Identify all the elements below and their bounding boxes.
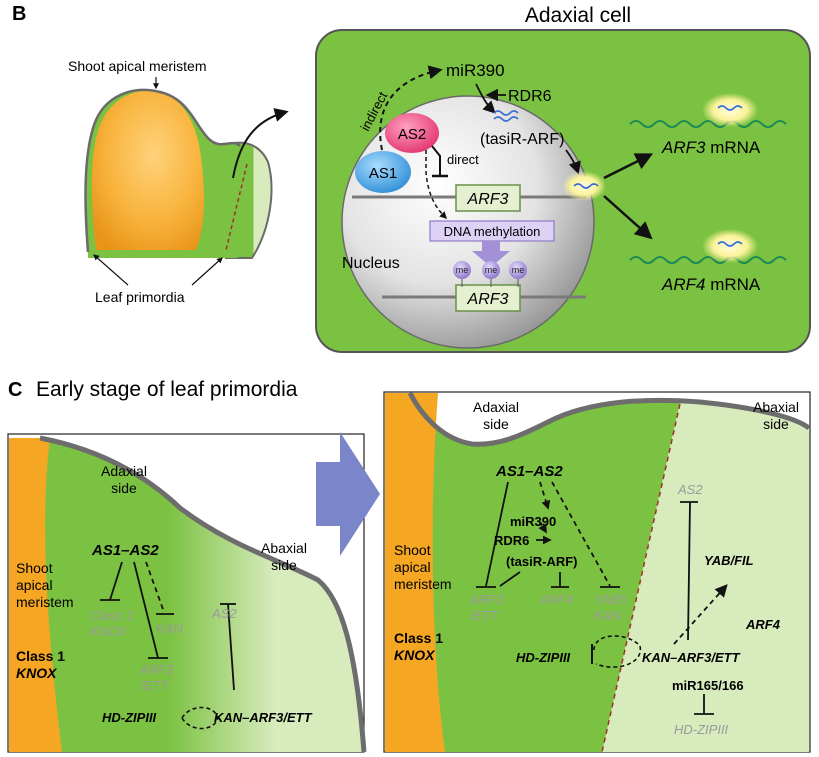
- as1-protein: [355, 151, 411, 193]
- left-panel: [7, 433, 367, 753]
- dna-methylation-label: DNA methylation: [444, 224, 541, 239]
- direct-label: direct: [447, 152, 479, 167]
- right-arf4-abaxial: ARF4: [745, 617, 781, 632]
- nucleus-label: Nucleus: [342, 255, 400, 272]
- svg-text:me: me: [456, 265, 469, 275]
- right-hdzip: HD-ZIPIII: [516, 650, 571, 665]
- right-as2: AS2: [677, 482, 703, 497]
- right-as1as2: AS1–AS2: [495, 463, 563, 480]
- left-kan: KAN: [156, 621, 183, 636]
- svg-text:me: me: [485, 265, 498, 275]
- methylation-dashed: [425, 150, 448, 220]
- stage-transition-arrow: [316, 432, 380, 556]
- arf3-mrna-label: ARF3 mRNA: [661, 138, 761, 157]
- adaxial-cell-title: Adaxial cell: [525, 4, 631, 27]
- arf3-gene-box-bottom: [455, 284, 521, 312]
- left-mutual-inhibition: [181, 706, 219, 730]
- panel-b-letter: B: [12, 3, 26, 25]
- right-tasir: (tasiR-ARF): [506, 554, 578, 569]
- left-regulation-lines: [100, 561, 236, 691]
- right-mutual-inhibition: [593, 635, 642, 668]
- right-yabfil: YAB/FIL: [704, 553, 754, 568]
- as2-label: AS2: [398, 126, 426, 143]
- arf3-gene-top: ARF3: [467, 191, 509, 208]
- arf3-gene-box-top: [455, 184, 521, 212]
- tasir-squiggle: [493, 110, 519, 122]
- as2-protein: [385, 113, 439, 153]
- left-kanarf: KAN–ARF3/ETT: [214, 710, 313, 725]
- rdr6-label: RDR6: [508, 88, 552, 105]
- panel-c-letter: C: [8, 379, 22, 401]
- arf3-mrna-strand: [629, 120, 787, 128]
- left-as1as2: AS1–AS2: [91, 542, 159, 559]
- right-regulation-lines: [476, 481, 728, 715]
- right-mir165: miR165/166: [672, 678, 744, 693]
- right-kanarf: KAN–ARF3/ETT: [642, 650, 741, 665]
- methyl-groups: me me me: [453, 261, 527, 287]
- as1-label: AS1: [369, 165, 397, 182]
- left-hdzip: HD-ZIPIII: [102, 710, 157, 725]
- panel-c-title: Early stage of leaf primordia: [36, 378, 298, 401]
- arf4-mrna-label: ARF4 mRNA: [661, 275, 761, 294]
- left-arf3ett: ARF3/ETT: [139, 662, 174, 693]
- right-panel: [383, 391, 811, 753]
- arf4-mrna-strand: [629, 256, 787, 264]
- arf3-gene-bottom: ARF3: [467, 291, 509, 308]
- direct-inhibition: [431, 145, 441, 176]
- left-as2: AS2: [211, 606, 237, 621]
- leaf-primordia-label: Leaf primordia: [95, 289, 185, 305]
- right-mir390: miR390: [510, 514, 556, 529]
- mir390-label: miR390: [446, 61, 505, 80]
- tasir-label: (tasiR-ARF): [480, 131, 564, 148]
- right-arf3ett: ARF3/ETT: [469, 592, 504, 623]
- right-hdzip-grey: HD-ZIPIII: [674, 722, 729, 737]
- svg-text:me: me: [512, 265, 525, 275]
- shoot-apical-meristem-label: Shoot apical meristem: [68, 58, 207, 74]
- shoot-apex-sketch: [84, 88, 273, 259]
- right-rdr6: RDR6: [494, 533, 529, 548]
- right-arf4: ARF4: [539, 592, 573, 607]
- indirect-arrow: [379, 65, 443, 151]
- methylation-arrow: [472, 241, 510, 267]
